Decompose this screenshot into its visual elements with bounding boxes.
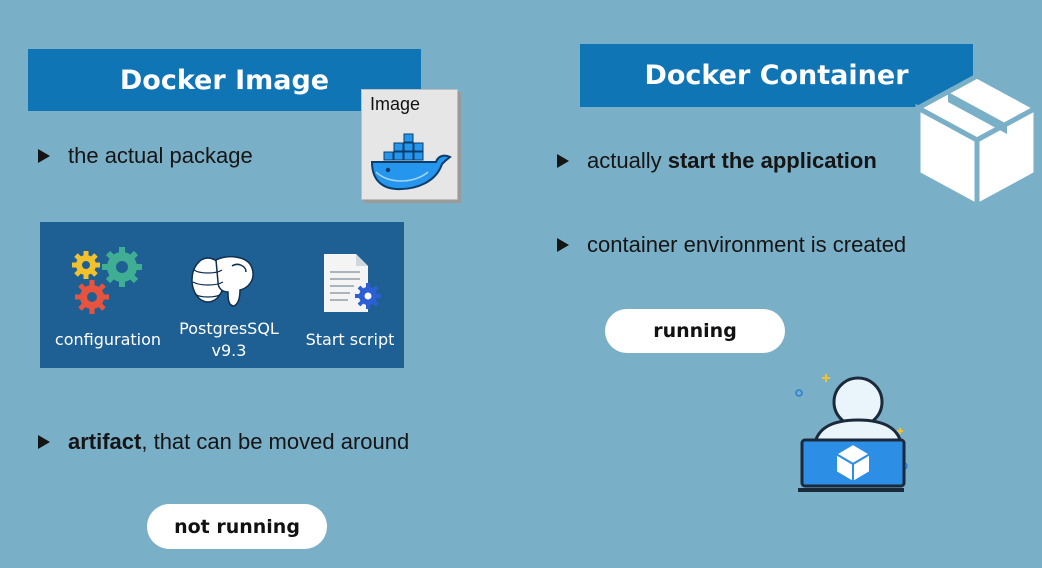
image-bullet-package-text: the actual package	[68, 143, 253, 168]
docker-image-title-text: Docker Image	[119, 64, 330, 96]
container-bullet-start-bold: start the application	[667, 148, 877, 173]
container-bullet-environment-text: container environment is created	[587, 232, 907, 257]
postgres-label: PostgresSQL	[179, 319, 279, 338]
image-bullet-package: the actual package	[38, 143, 253, 169]
status-pill-running-text: running	[653, 320, 737, 342]
docker-image-title: Docker Image	[28, 49, 421, 111]
box-icon	[914, 73, 1040, 208]
bullet-arrow-icon	[557, 238, 569, 252]
artifact-rest-text: , that can be moved around	[141, 429, 410, 454]
config-label: configuration	[54, 330, 162, 349]
postgres-elephant-icon	[191, 255, 254, 307]
artifact-bold-text: artifact	[68, 429, 142, 454]
script-document-icon	[324, 254, 381, 312]
status-pill-running: running	[605, 309, 785, 353]
image-bullet-artifact: artifact, that can be moved around	[38, 429, 409, 455]
container-bullet-start-pre: actually	[587, 148, 668, 173]
bullet-arrow-icon	[557, 154, 569, 168]
container-bullet-environment: container environment is created	[557, 232, 906, 258]
gears-icon	[72, 247, 142, 314]
status-pill-not-running: not running	[147, 504, 327, 549]
user-laptop-icon	[795, 374, 908, 492]
container-bullet-start: actually start the application	[557, 148, 877, 174]
image-card: Image	[361, 89, 458, 200]
status-pill-not-running-text: not running	[174, 515, 300, 538]
bullet-arrow-icon	[38, 149, 50, 163]
image-components-panel: configuration PostgresSQL v9.3	[40, 222, 404, 368]
bullet-arrow-icon	[38, 435, 50, 449]
docker-container-title: Docker Container	[580, 44, 973, 107]
image-card-label: Image	[370, 94, 421, 114]
docker-container-title-text: Docker Container	[644, 60, 909, 91]
postgres-version: v9.3	[211, 341, 247, 360]
script-label: Start script	[305, 330, 395, 349]
docker-whale-icon	[370, 133, 452, 191]
